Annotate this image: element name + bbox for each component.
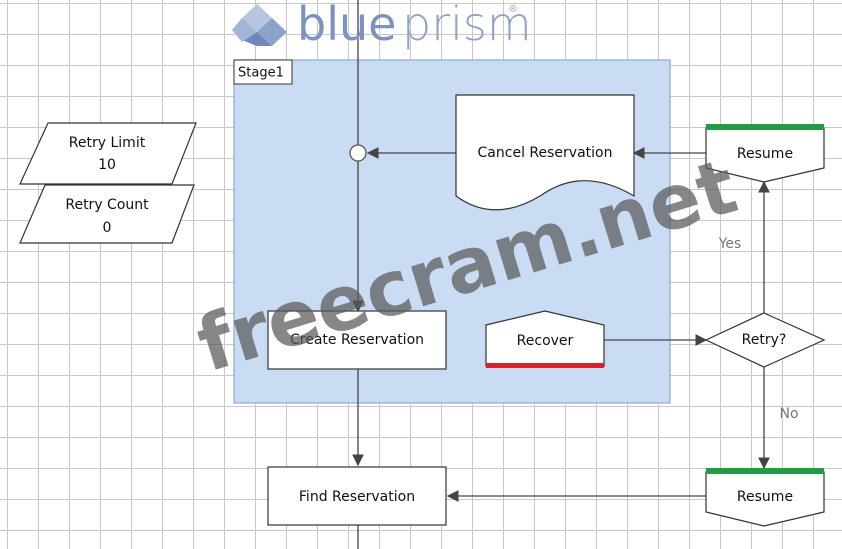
data-item-retry-limit-name: Retry Limit	[69, 135, 146, 151]
data-item-retry-limit-value: 10	[98, 157, 116, 173]
node-create-reservation[interactable]: Create Reservation	[267, 310, 447, 370]
resume-top-green-bar	[706, 124, 824, 130]
node-resume-bottom-label: Resume	[737, 489, 793, 505]
stage-label-box	[233, 59, 293, 85]
node-resume-top[interactable]: Resume	[705, 124, 825, 183]
node-recover[interactable]: Recover	[485, 310, 605, 368]
blueprism-logo: blue prism ®	[232, 0, 532, 51]
node-retry-decision[interactable]: Retry?	[704, 312, 826, 368]
node-cancel-reservation[interactable]: Cancel Reservation	[455, 94, 635, 211]
node-resume-top-label: Resume	[737, 146, 793, 162]
blueprism-logo-registered: ®	[508, 4, 518, 15]
node-recover-label: Recover	[517, 333, 574, 349]
data-item-retry-count[interactable]: Retry Count 0	[19, 184, 195, 244]
data-item-retry-limit[interactable]: Retry Limit 10	[19, 122, 197, 185]
junction-anchor[interactable]	[349, 144, 367, 162]
resume-bottom-green-bar	[706, 468, 824, 474]
blueprism-logo-text-prism: prism	[402, 0, 532, 51]
data-item-retry-count-value: 0	[103, 220, 112, 236]
node-create-reservation-label: Create Reservation	[290, 332, 424, 348]
node-resume-bottom[interactable]: Resume	[705, 468, 825, 527]
edge-label-no: No	[779, 406, 798, 422]
node-cancel-reservation-label: Cancel Reservation	[478, 145, 613, 161]
edge-label-yes: Yes	[718, 236, 742, 252]
node-find-reservation[interactable]: Find Reservation	[267, 466, 447, 526]
node-retry-decision-label: Retry?	[742, 332, 787, 348]
blueprism-logo-text-blue: blue	[297, 0, 396, 51]
node-find-reservation-label: Find Reservation	[299, 489, 415, 505]
blueprism-logo-icon	[232, 4, 287, 46]
data-item-retry-count-name: Retry Count	[65, 197, 149, 213]
stage-label: Stage1	[238, 66, 284, 81]
recover-red-bar	[486, 363, 604, 368]
